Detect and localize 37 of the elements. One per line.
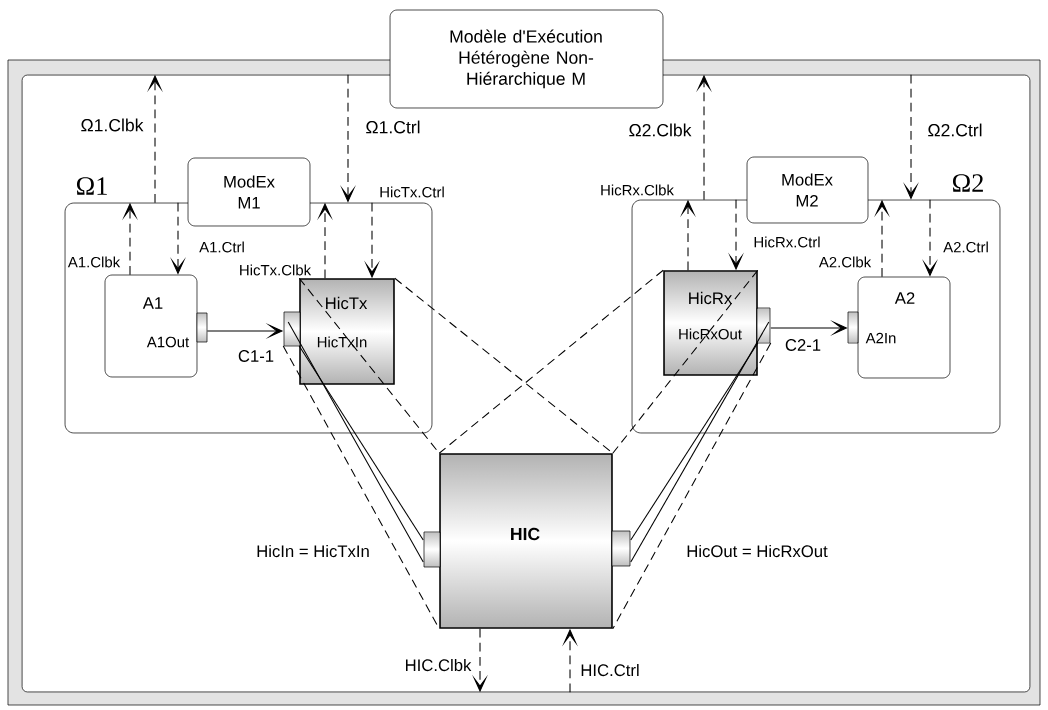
node-label: Ω2 <box>952 174 983 192</box>
connector-line <box>630 342 759 541</box>
connector-line <box>394 277 614 454</box>
edge-label: HIC.Ctrl <box>581 663 639 677</box>
edge-label: HIC.Clbk <box>406 658 472 672</box>
connector-line <box>612 269 759 454</box>
edge-label: A2.Ctrl <box>943 241 988 253</box>
edge-label: C2-1 <box>785 339 821 351</box>
connector-line <box>438 269 664 454</box>
interface-block: HicTx HicTxIn <box>299 278 395 385</box>
block-box: ModEx M1 <box>187 157 311 227</box>
block-box: ModEx M2 <box>746 156 869 224</box>
connector-line <box>612 342 772 630</box>
edge-label: C1-1 <box>238 350 274 362</box>
port-label: HicIn = HicTxIn <box>257 544 369 558</box>
edge-label: Ω2.Ctrl <box>928 123 982 137</box>
edge-label: HicTx.Clbk <box>240 264 312 276</box>
edge-label: Ω2.Clbk <box>629 123 692 137</box>
edge-label: A1.Ctrl <box>199 241 244 253</box>
block-box: A2 A2In <box>857 276 951 379</box>
block-box: A1 A1Out <box>104 274 198 378</box>
interface-block: HicRx HicRxOut <box>663 270 758 376</box>
edge-label: HicRx.Clbk <box>601 184 674 196</box>
interface-block: HIC <box>439 453 613 629</box>
edge-label: HicTx.Ctrl <box>380 186 444 198</box>
connector-line <box>298 345 424 541</box>
connector-line <box>287 321 424 563</box>
connector-line <box>282 345 440 630</box>
port-label: HicOut = HicRxOut <box>687 544 828 558</box>
edge-label: A1.Clbk <box>67 256 121 268</box>
edge-label: HicRx.Ctrl <box>754 236 820 248</box>
edge-label: Ω1.Ctrl <box>366 120 420 134</box>
connector-line <box>630 321 770 563</box>
edge-label: Ω1.Clbk <box>81 118 144 132</box>
node-label: Ω1 <box>76 177 107 195</box>
block-box: Modèle d'Exécution Hétérogène Non-Hiérarchique M <box>389 9 664 109</box>
edge-label: A2.Clbk <box>818 256 872 268</box>
